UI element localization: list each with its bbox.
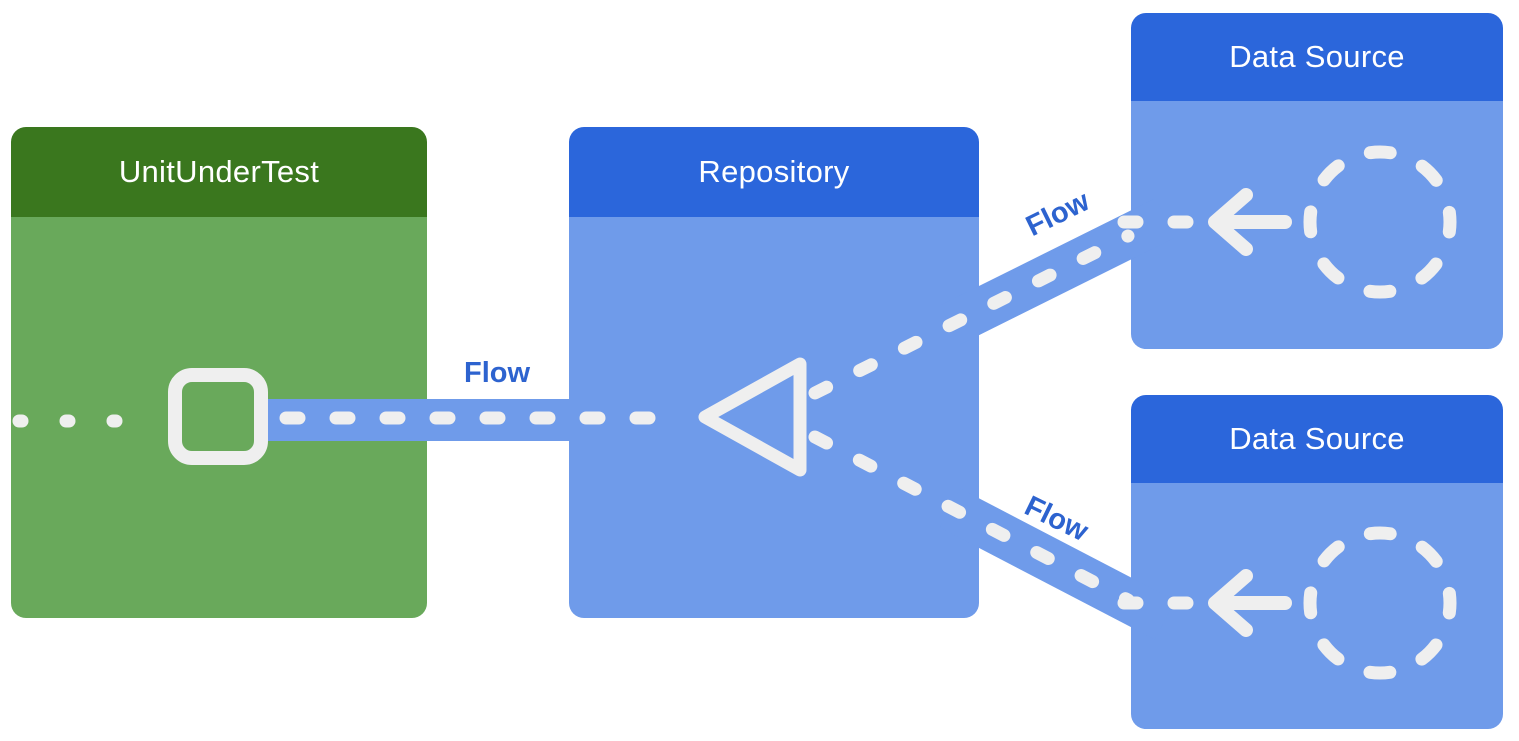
flow-label-data-source-top: Flow: [1021, 185, 1095, 243]
node-data-source-bottom-body: [1131, 483, 1503, 729]
node-repository-title: Repository: [569, 127, 979, 217]
node-unit-under-test-body: [11, 217, 427, 618]
flow-label-data-source-bottom: Flow: [1019, 490, 1093, 548]
node-data-source-top: Data Source: [1131, 13, 1503, 349]
node-data-source-top-body: [1131, 101, 1503, 349]
node-data-source-bottom: Data Source: [1131, 395, 1503, 729]
node-unit-under-test: UnitUnderTest: [11, 127, 427, 618]
node-repository-body: [569, 217, 979, 618]
node-unit-under-test-title: UnitUnderTest: [11, 127, 427, 217]
node-data-source-top-title: Data Source: [1131, 13, 1503, 101]
node-repository: Repository: [569, 127, 979, 618]
flow-label-repository-to-unit: Flow: [464, 357, 531, 389]
node-data-source-bottom-title: Data Source: [1131, 395, 1503, 483]
